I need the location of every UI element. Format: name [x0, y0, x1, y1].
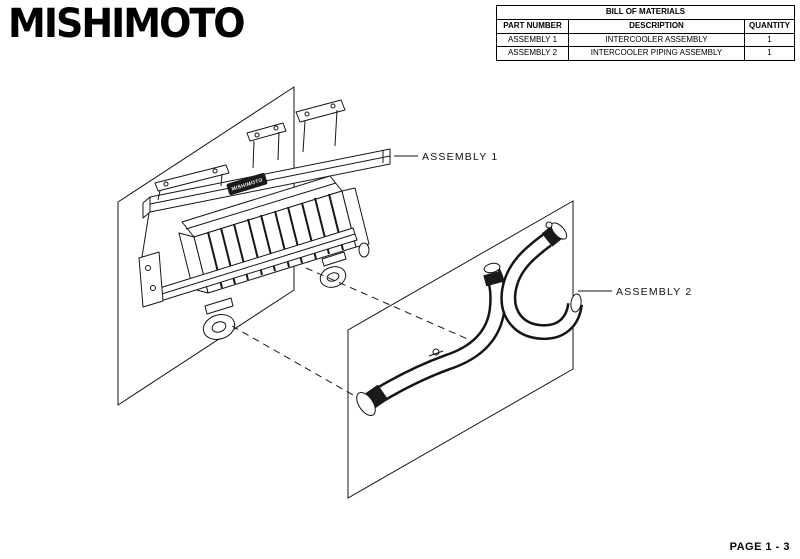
- bom-row-assembly-1: ASSEMBLY 1 INTERCOOLER ASSEMBLY 1: [496, 32, 795, 48]
- assembly-2-label: ASSEMBLY 2: [616, 286, 692, 298]
- intercooler-badge: [226, 172, 268, 196]
- piping-assembly-drawing: [356, 221, 583, 416]
- assembly-1-label: ASSEMBLY 1: [422, 151, 498, 163]
- intercooler-assembly-drawing: MISHIMOTO: [138, 99, 391, 340]
- alignment-dashed-lines: [231, 267, 489, 400]
- brand-logo: MISHIMOTO: [8, 0, 246, 47]
- assembly-2-callout: ASSEMBLY 2: [578, 286, 692, 298]
- bill-of-materials-table: BILL OF MATERIALS PART NUMBER DESCRIPTIO…: [496, 5, 795, 62]
- page-number: PAGE 1 - 3: [729, 541, 790, 553]
- assembly-1-callout: ASSEMBLY 1: [394, 151, 498, 163]
- bom-cell-part-number: ASSEMBLY 2: [496, 46, 569, 62]
- bom-cell-quantity: 1: [744, 46, 795, 62]
- bom-row-assembly-2: ASSEMBLY 2 INTERCOOLER PIPING ASSEMBLY 1: [496, 46, 795, 62]
